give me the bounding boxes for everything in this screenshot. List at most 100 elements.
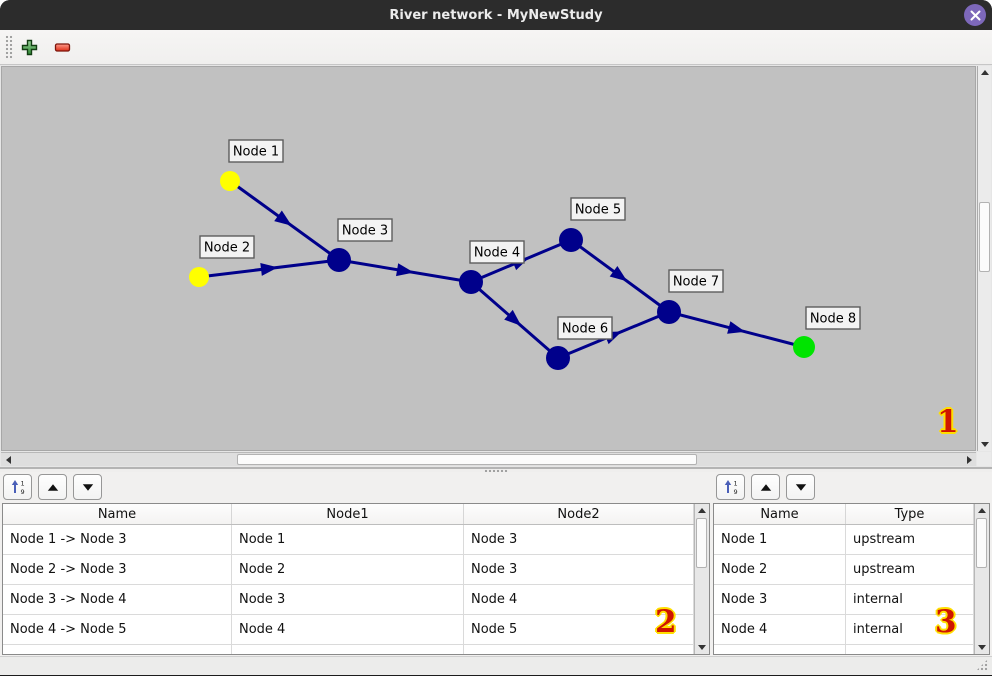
table-cell: internal (846, 615, 974, 644)
edge-arrow-icon (274, 210, 292, 226)
sort-nodes-button[interactable]: 1 9 (716, 474, 745, 500)
network-node[interactable] (657, 300, 681, 324)
table-cell: Node 1 (714, 525, 846, 554)
network-node[interactable] (793, 336, 815, 358)
window-title: River network - MyNewStudy (389, 7, 603, 23)
column-header-name[interactable]: Name (3, 504, 232, 524)
svg-text:Node 3: Node 3 (342, 224, 388, 239)
svg-text:9: 9 (733, 488, 737, 495)
links-table-scrollbar[interactable] (694, 504, 709, 654)
up-arrow-icon (47, 483, 58, 491)
horizontal-splitter[interactable] (0, 467, 992, 473)
sort-ascending-icon: 1 9 (11, 480, 24, 495)
table-filler-row (714, 645, 974, 654)
network-node[interactable] (559, 228, 583, 252)
canvas-horizontal-scrollbar[interactable] (1, 452, 976, 466)
svg-text:Node 7: Node 7 (673, 275, 719, 290)
scroll-up-arrow[interactable] (695, 504, 709, 517)
column-header-type[interactable]: Type (846, 504, 974, 524)
scroll-down-arrow[interactable] (978, 438, 991, 451)
vertical-scroll-thumb[interactable] (976, 518, 987, 568)
close-button[interactable] (964, 4, 986, 26)
column-header-node1[interactable]: Node1 (232, 504, 464, 524)
column-header-node2[interactable]: Node2 (464, 504, 694, 524)
scroll-down-arrow[interactable] (975, 641, 989, 654)
network-node[interactable] (189, 267, 209, 287)
vertical-scroll-thumb[interactable] (979, 202, 990, 272)
table-cell (464, 645, 694, 654)
add-node-button[interactable] (17, 35, 41, 59)
network-node[interactable] (459, 270, 483, 294)
svg-text:Node 6: Node 6 (562, 322, 608, 337)
table-cell: internal (846, 585, 974, 614)
network-canvas[interactable]: Node 1 Node 2 Node 3 Node 4 Node 5 Node 6 Node… (1, 66, 976, 451)
move-node-up-button[interactable] (751, 474, 780, 500)
svg-text:Node 8: Node 8 (810, 312, 856, 327)
nodes-table-toolbar: 1 9 (716, 474, 815, 500)
node-label: Node 5 (570, 197, 626, 221)
move-link-down-button[interactable] (73, 474, 102, 500)
vertical-scroll-thumb[interactable] (696, 518, 707, 568)
node-label: Node 7 (668, 269, 724, 293)
svg-text:Node 2: Node 2 (204, 241, 250, 256)
remove-node-button[interactable] (50, 35, 74, 59)
move-link-up-button[interactable] (38, 474, 67, 500)
scroll-left-arrow[interactable] (1, 453, 15, 466)
table-cell (846, 645, 974, 654)
network-node[interactable] (546, 346, 570, 370)
svg-text:Node 1: Node 1 (233, 145, 279, 160)
nodes-table-scrollbar[interactable] (974, 504, 989, 654)
node-label: Node 4 (469, 240, 525, 264)
table-cell: Node 2 (232, 555, 464, 584)
table-cell (232, 645, 464, 654)
table-cell: Node 2 (714, 555, 846, 584)
edge-arrow-icon (609, 266, 628, 282)
resize-grip[interactable] (976, 659, 988, 671)
title-bar[interactable]: River network - MyNewStudy (0, 0, 992, 30)
horizontal-scroll-thumb[interactable] (237, 454, 697, 465)
table-filler-row (3, 645, 694, 654)
sort-links-button[interactable]: 1 9 (3, 474, 32, 500)
table-cell: Node 5 (464, 615, 694, 644)
network-node[interactable] (327, 248, 351, 272)
annotation-2: 2 (655, 604, 677, 640)
node-label: Node 6 (557, 316, 613, 340)
scroll-up-arrow[interactable] (975, 504, 989, 517)
scroll-down-arrow[interactable] (695, 641, 709, 654)
move-node-down-button[interactable] (786, 474, 815, 500)
scroll-right-arrow[interactable] (962, 453, 976, 466)
down-arrow-icon (82, 483, 93, 491)
status-bar (0, 656, 992, 675)
network-node[interactable] (220, 171, 240, 191)
table-cell: Node 1 -> Node 3 (3, 525, 232, 554)
canvas-vertical-scrollbar[interactable] (977, 66, 991, 451)
table-cell: Node 3 -> Node 4 (3, 585, 232, 614)
main-toolbar (0, 30, 992, 65)
down-arrow-icon (795, 483, 806, 491)
table-cell: Node 3 (714, 585, 846, 614)
toolbar-drag-handle[interactable] (5, 35, 13, 60)
edge-arrow-icon (504, 309, 522, 326)
scroll-up-arrow[interactable] (978, 66, 991, 79)
canvas-area: Node 1 Node 2 Node 3 Node 4 Node 5 Node 6 Node… (0, 65, 992, 467)
edge-arrow-icon (260, 263, 278, 276)
table-cell: Node 4 (714, 615, 846, 644)
edge-arrow-icon (396, 263, 414, 277)
column-header-name[interactable]: Name (714, 504, 846, 524)
sort-ascending-icon: 1 9 (724, 480, 737, 495)
svg-text:1: 1 (20, 480, 24, 488)
